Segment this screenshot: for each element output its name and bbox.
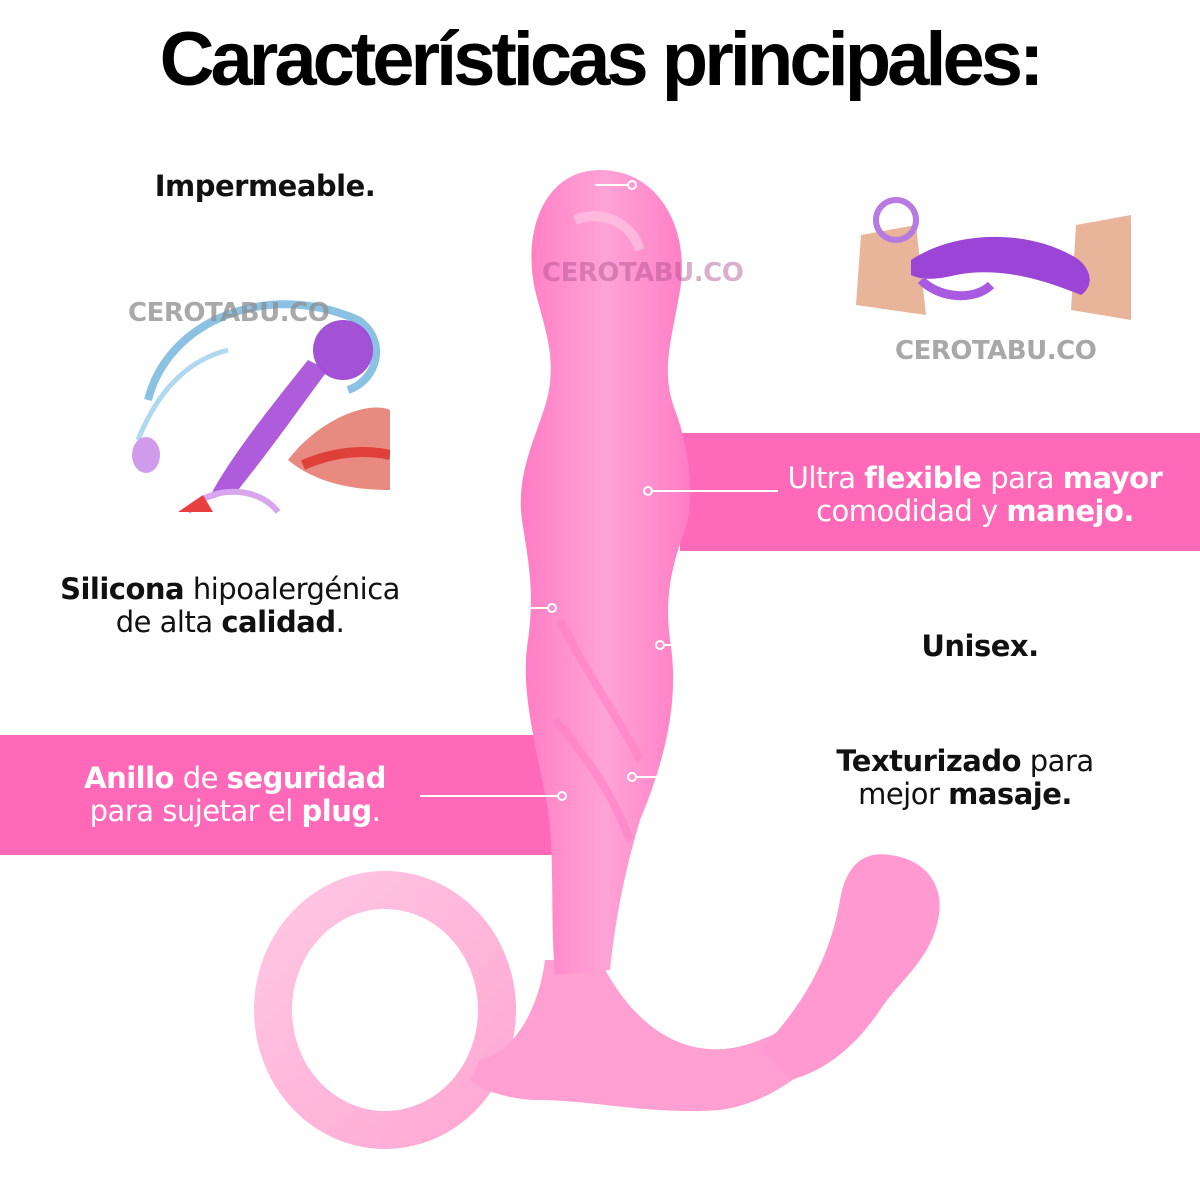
feature-flexible-text3: comodidad y — [816, 494, 1007, 528]
feature-silicona-bold: Silicona — [60, 572, 185, 606]
feature-anillo: Anillo de seguridad para sujetar el plug… — [40, 762, 430, 828]
feature-texturizado-text2: mejor — [858, 777, 949, 811]
feature-unisex: Unisex. — [860, 630, 1100, 663]
feature-anillo-text: de — [173, 761, 227, 795]
feature-texturizado-text: para — [1021, 744, 1094, 778]
feature-anillo-text2: para sujetar el — [89, 794, 302, 828]
feature-unisex-label: Unisex. — [921, 629, 1039, 663]
page-title: Características principales: — [159, 17, 1045, 102]
feature-impermeable-label: Impermeable. — [154, 169, 376, 203]
feature-flexible: Ultra flexible para mayor comodidad y ma… — [760, 462, 1190, 528]
inset-water-splash-image — [132, 300, 390, 514]
feature-flexible-bold3: manejo. — [1006, 494, 1134, 528]
feature-silicona-bold2: calidad — [221, 605, 336, 639]
annotation-markers — [420, 180, 778, 801]
feature-silicona-text: hipoalergénica — [184, 572, 401, 606]
feature-flexible-bold2: mayor — [1062, 461, 1163, 495]
feature-texturizado-bold: Texturizado — [836, 744, 1022, 778]
feature-flexible-bold: flexible — [864, 461, 982, 495]
feature-anillo-bold3: plug — [301, 794, 373, 828]
feature-silicona: Silicona hipoalergénica de alta calidad. — [20, 573, 440, 639]
watermark-center: CEROTABU.CO — [542, 258, 744, 288]
feature-texturizado: Texturizado para mejor masaje. — [800, 745, 1130, 811]
feature-flexible-text2: para — [981, 461, 1063, 495]
feature-texturizado-bold2: masaje. — [948, 777, 1072, 811]
feature-anillo-bold: Anillo — [84, 761, 174, 795]
watermark-left: CEROTABU.CO — [128, 298, 330, 328]
inset-flex-hands-image — [856, 197, 1131, 320]
feature-impermeable: Impermeable. — [110, 170, 420, 203]
watermark-right: CEROTABU.CO — [895, 336, 1097, 366]
feature-anillo-text3: . — [371, 794, 381, 828]
feature-anillo-bold2: seguridad — [226, 761, 387, 795]
feature-silicona-text3: . — [335, 605, 345, 639]
feature-silicona-text2: de alta — [115, 605, 222, 639]
feature-flexible-text: Ultra — [787, 461, 865, 495]
